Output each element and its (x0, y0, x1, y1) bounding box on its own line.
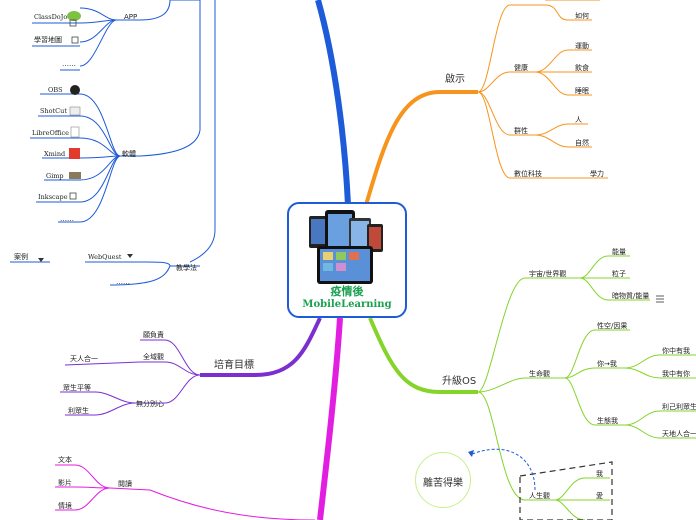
label-film: 影片 (58, 478, 72, 487)
label-ellipsis-2: …… (60, 215, 74, 223)
label-text: 文本 (58, 455, 72, 464)
menu-icon (656, 295, 664, 303)
branch-magenta (317, 317, 343, 520)
shotcut-icon (69, 106, 81, 116)
label-equality: 眾生平等 (63, 383, 91, 392)
label-life: 生命觀 (529, 369, 550, 378)
label-responsible: 願負責 (143, 330, 164, 339)
label-digital: 數位科技 (514, 169, 542, 178)
app-icons (38, 11, 664, 303)
branch-purple (200, 317, 322, 377)
label-love: 愛 (596, 491, 603, 500)
label-libreoffice: LibreOffice (32, 129, 69, 137)
label-xmind: Xmind (44, 150, 65, 158)
label-people: 人 (575, 116, 582, 124)
libreoffice-icon (70, 126, 80, 138)
label-case: 案例 (14, 252, 28, 261)
label-universe: 宇宙/世界觀 (529, 269, 566, 278)
external-link-icon (69, 19, 77, 27)
label-group: 群性 (514, 126, 528, 135)
external-link-icon-2 (71, 36, 79, 44)
label-reading: 閱讀 (118, 479, 132, 488)
xmind-icon (69, 148, 80, 159)
label-health: 健康 (514, 63, 528, 72)
label-emptiness: 性空/因果 (597, 321, 627, 330)
label-particle: 粒子 (612, 269, 626, 278)
relationship-arrow (469, 448, 536, 491)
label-energy: 能量 (612, 247, 626, 256)
label-diet: 飲食 (575, 63, 589, 72)
label-dark: 暗物質/能量 (612, 291, 649, 300)
webquest-icon (127, 254, 133, 258)
label-exercise: 運動 (575, 41, 589, 50)
label-inkscape: Inkscape (38, 193, 68, 201)
floating-topic-label: 離苦得樂 (423, 478, 463, 489)
label-benefit-self: 利己利眾生 (662, 402, 696, 411)
gimp-icon (69, 172, 81, 179)
label-you-me: 你→我 (597, 359, 617, 368)
label-webquest: WebQuest (88, 253, 122, 261)
label-learning: 學力 (590, 169, 604, 178)
label-classdojo: ClassDoJo (34, 13, 67, 21)
classdojo-icon (67, 11, 81, 21)
label-heaven: 天地人合一 (662, 429, 696, 438)
inkscape-link-icon (69, 192, 77, 200)
label-ecology: 生態我 (597, 416, 618, 425)
label-me-in-you: 我中有你 (662, 369, 690, 378)
label-gimp: Gimp (46, 172, 64, 180)
label-holistic: 全域觀 (143, 352, 164, 361)
label-obs: OBS (48, 86, 63, 94)
label-benefit: 利眾生 (68, 406, 89, 415)
label-ellipsis-1: …… (62, 60, 76, 68)
devices-illustration (309, 210, 383, 284)
floating-topic[interactable] (415, 452, 471, 508)
label-no-ego: 無分別心 (136, 399, 164, 408)
branch-orange (364, 90, 478, 206)
label-upgrade: 升級OS (442, 374, 476, 387)
case-icon (38, 258, 44, 262)
central-title: 疫情後 (330, 285, 364, 298)
label-me: 我 (596, 469, 603, 478)
label-ellipsis-3: …… (116, 278, 130, 286)
obs-icon (70, 85, 80, 95)
central-node[interactable] (287, 202, 407, 318)
label-inspire: 啟示 (445, 72, 465, 85)
label-learning-map: 學習地圖 (34, 35, 62, 44)
label-context: 情境 (58, 501, 72, 510)
branch-blue (315, 0, 351, 206)
central-subtitle: MobileLearning (302, 299, 392, 310)
label-teaching: 教學法 (176, 263, 197, 272)
branch-green (368, 317, 478, 394)
label-cultivate: 培育目標 (214, 358, 254, 371)
label-sleep: 睡眠 (575, 87, 589, 95)
label-unity: 天人合一 (70, 354, 98, 363)
label-you-in-me: 你中有我 (662, 346, 690, 355)
label-shotcut: ShotCut (40, 107, 67, 115)
label-software: 軟體 (122, 149, 136, 158)
label-how: 如何 (575, 11, 589, 20)
label-app: APP (124, 13, 137, 21)
label-life-view: 人生觀 (529, 491, 550, 500)
label-nature: 自然 (575, 138, 589, 147)
boundary-dashed (519, 461, 613, 520)
